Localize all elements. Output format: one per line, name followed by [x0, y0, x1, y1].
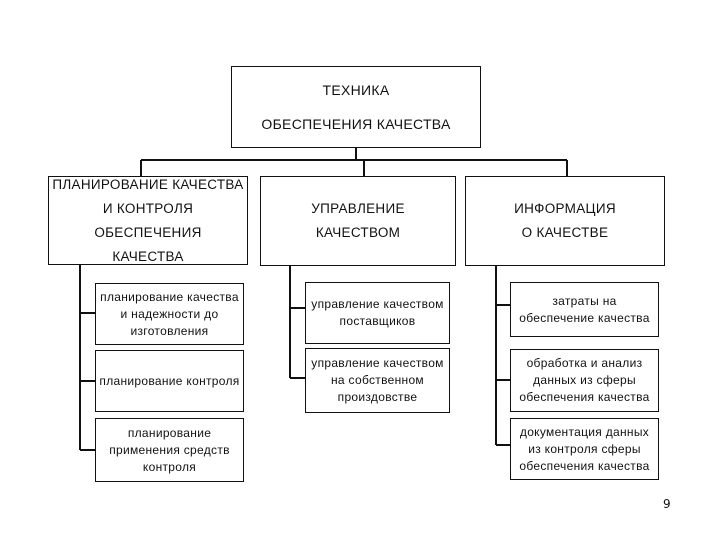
root-box: ТЕХНИКА ОБЕСПЕЧЕНИЯ КАЧЕСТВА [231, 66, 481, 148]
page-number: 9 [663, 497, 671, 511]
leaf-planning-control: планирование контроля [95, 350, 244, 412]
leaf-planning-quality: планирование качества и надежности до из… [95, 283, 244, 345]
leaf-data-analysis: обработка и анализ данных из сферы обесп… [510, 349, 659, 412]
column-header-information: ИНФОРМАЦИЯ О КАЧЕСТВЕ [465, 176, 665, 266]
leaf-supplier-quality: управление качеством поставщиков [305, 282, 450, 344]
root-title-line2: ОБЕСПЕЧЕНИЯ КАЧЕСТВА [261, 116, 451, 132]
leaf-quality-costs: затраты на обеспечение качества [510, 282, 659, 337]
root-title-line1: ТЕХНИКА [322, 82, 390, 98]
leaf-own-production-quality: управление качеством на собственном прои… [305, 348, 450, 413]
column-header-management: УПРАВЛЕНИЕ КАЧЕСТВОМ [260, 176, 456, 266]
column-header-planning: ПЛАНИРОВАНИЕ КАЧЕСТВА И КОНТРОЛЯ ОБЕСПЕЧ… [48, 176, 248, 265]
leaf-planning-tools: планирование применения средств контроля [95, 418, 244, 482]
leaf-data-documentation: документация данных из контроля сферы об… [510, 418, 659, 480]
